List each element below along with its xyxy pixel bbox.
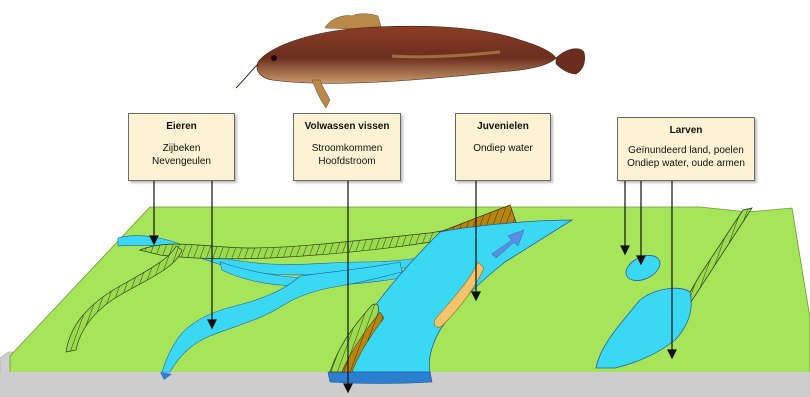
label-title: Eieren <box>129 120 234 133</box>
fish-image <box>236 14 585 108</box>
label-line: Nevengeulen <box>129 155 234 168</box>
label-line: Ondiep water, oude armen <box>618 157 754 170</box>
label-line: Ondiep water <box>456 142 550 155</box>
label-title: Larven <box>618 124 754 137</box>
label-title: Volwassen vissen <box>294 120 400 133</box>
label-line: Stroomkommen <box>294 142 400 155</box>
label-box-larven: Larven Geïnundeerd land, poelen Ondiep w… <box>617 117 755 181</box>
label-title: Juvenielen <box>456 120 550 133</box>
label-line: Hoofdstroom <box>294 155 400 168</box>
label-box-eieren: Eieren Zijbeken Nevengeulen <box>128 113 235 181</box>
label-box-volwassen: Volwassen vissen Stroomkommen Hoofdstroo… <box>293 113 401 181</box>
deep-channel <box>328 372 432 384</box>
label-line: Zijbeken <box>129 142 234 155</box>
label-line: Geïnundeerd land, poelen <box>618 144 754 157</box>
label-box-juvenielen: Juvenielen Ondiep water <box>455 113 551 181</box>
